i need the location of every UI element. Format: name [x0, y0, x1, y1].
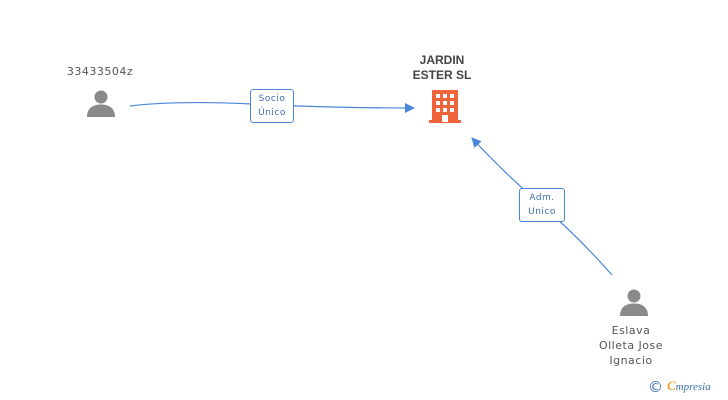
edge-label-socio-line2: Único	[258, 108, 286, 118]
edge-label-adm-unico[interactable]: Adm. Unico	[519, 188, 565, 222]
person-id-label: 33433504z	[66, 65, 134, 78]
brand-initial: C	[667, 378, 676, 393]
person-name-line1: Eslava	[611, 324, 651, 337]
company-building-icon[interactable]	[428, 88, 462, 124]
brand-name: mpresia	[675, 381, 711, 393]
edge-label-socio-line1: Socio	[258, 94, 286, 104]
copyright-icon: ©	[648, 378, 663, 396]
person-name-line2: Olleta Jose	[598, 339, 664, 352]
person-name-label: Eslava Olleta Jose Ignacio	[576, 323, 686, 368]
person-icon[interactable]	[619, 288, 649, 317]
edge-label-adm-line2: Unico	[528, 207, 556, 217]
company-name-line2: ESTER SL	[412, 68, 472, 82]
edge-label-socio-unico[interactable]: Socio Único	[250, 89, 294, 123]
company-name-line1: JARDIN	[419, 53, 465, 67]
company-name: JARDIN ESTER SL	[392, 53, 492, 83]
person-icon[interactable]	[86, 89, 116, 118]
person-name-line3: Ignacio	[609, 354, 653, 367]
edge-label-adm-line1: Adm.	[529, 193, 555, 203]
empresia-watermark: © Cmpresia	[648, 378, 728, 398]
